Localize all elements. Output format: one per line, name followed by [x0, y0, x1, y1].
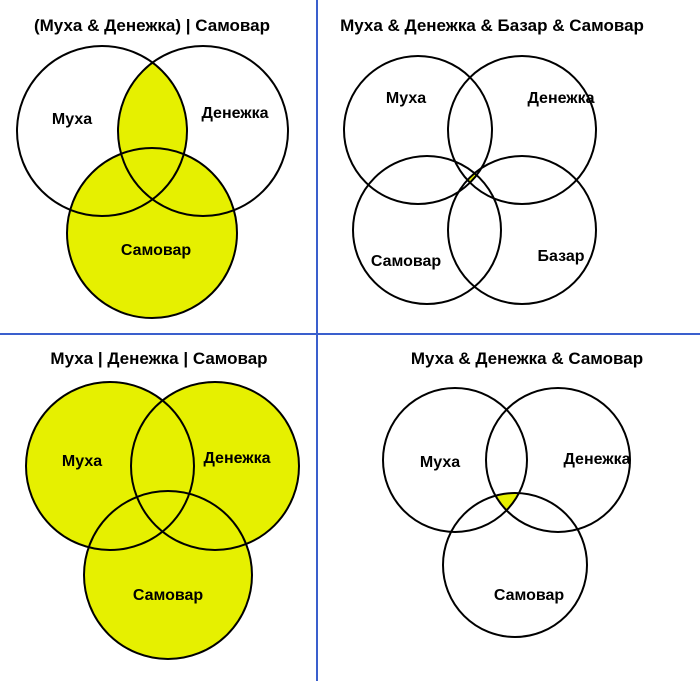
circle-mukha — [382, 387, 528, 533]
panel-bottom-left: Муха | Денежка | Самовар Муха Денежка Са… — [25, 349, 300, 660]
circle-bazar — [447, 155, 597, 305]
label-denezhka: Денежка — [201, 105, 268, 122]
circle-samovar — [66, 147, 238, 319]
region-samovar-filled — [67, 148, 237, 318]
label-mukha: Муха — [420, 454, 460, 471]
panel-title: Муха | Денежка | Самовар — [50, 349, 267, 368]
label-mukha: Муха — [386, 90, 426, 107]
panel-title: Муха & Денежка & Самовар — [411, 349, 643, 368]
region-samovar-filled — [84, 491, 252, 659]
circle-denezhka — [130, 381, 300, 551]
circle-denezhka — [485, 387, 631, 533]
circle-denezhka — [117, 45, 289, 217]
circle-samovar — [442, 492, 588, 638]
label-samovar: Самовар — [121, 242, 192, 259]
panel-bottom-right: Муха & Денежка & Самовар Муха Денежка Са… — [382, 349, 643, 638]
label-denezhka: Денежка — [563, 451, 630, 468]
panel-title: (Муха & Денежка) | Самовар — [34, 16, 270, 35]
label-mukha: Муха — [52, 111, 92, 128]
circle-samovar — [352, 155, 502, 305]
label-bazar: Базар — [537, 248, 584, 265]
circle-mukha — [16, 45, 188, 217]
circle-denezhka — [447, 55, 597, 205]
label-denezhka: Денежка — [203, 450, 270, 467]
circle-mukha — [343, 55, 493, 205]
panel-top-right: Муха & Денежка & Базар & Самовар Муха Де… — [340, 16, 644, 305]
region-mukha-and-denezhka-filled — [118, 46, 187, 216]
circle-samovar — [83, 490, 253, 660]
panel-top-left: (Муха & Денежка) | Самовар Муха Денежка … — [16, 16, 289, 319]
circle-mukha — [25, 381, 195, 551]
panel-title: Муха & Денежка & Базар & Самовар — [340, 16, 644, 35]
label-samovar: Самовар — [371, 253, 442, 270]
label-denezhka: Денежка — [527, 90, 594, 107]
label-samovar: Самовар — [494, 587, 565, 604]
label-mukha: Муха — [62, 453, 102, 470]
label-samovar: Самовар — [133, 587, 204, 604]
